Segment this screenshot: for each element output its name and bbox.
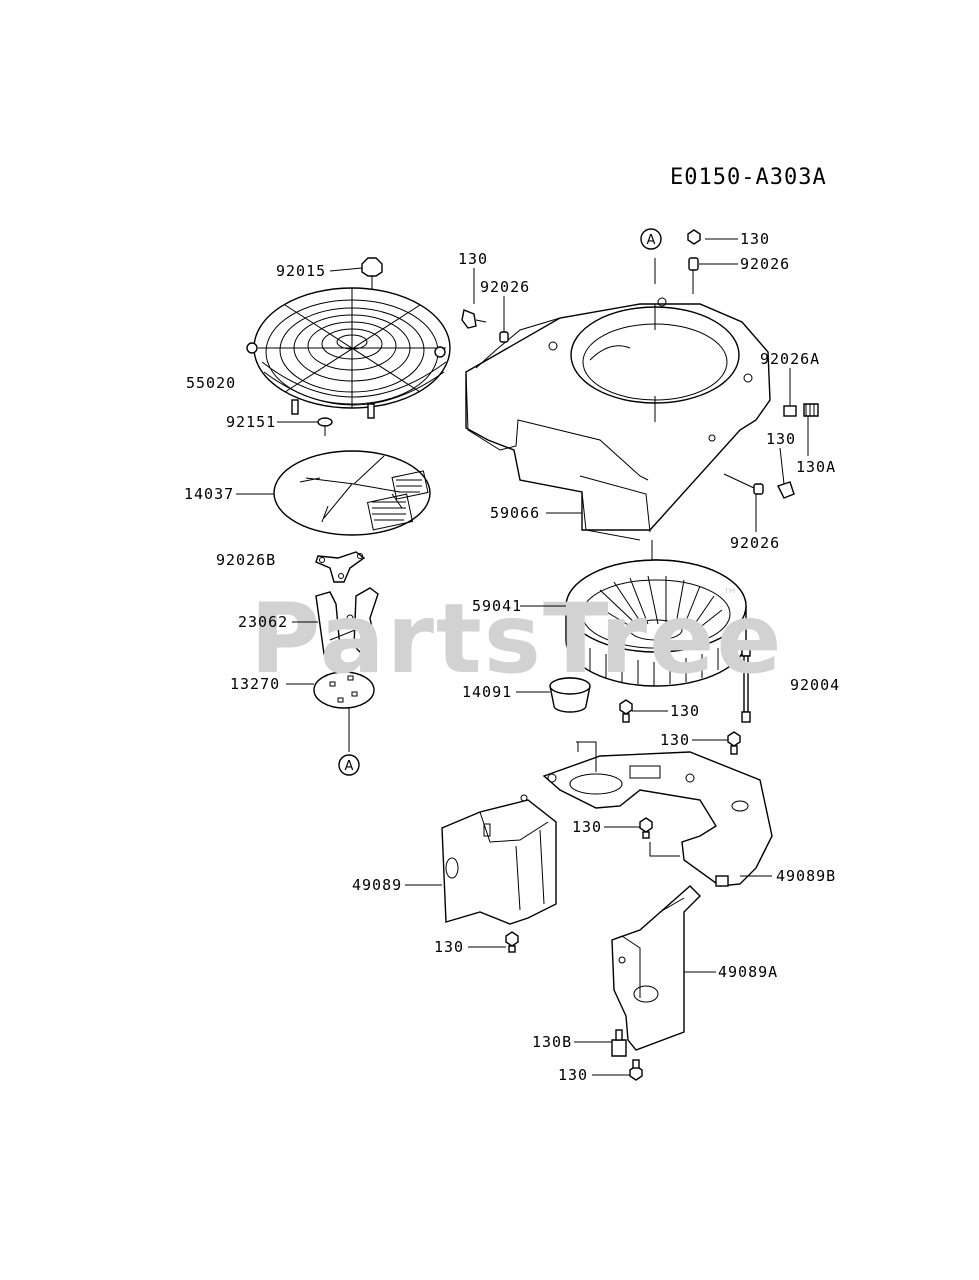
bolt-130-baffle-drawing[interactable] — [727, 731, 741, 755]
part-label-59066[interactable]: 59066 — [490, 504, 540, 522]
diagram-code: E0150-A303A — [670, 165, 827, 190]
bolt-130-lower-left-drawing[interactable] — [505, 931, 519, 953]
part-label-92004[interactable]: 92004 — [790, 676, 840, 694]
part-label-59041[interactable]: 59041 — [472, 597, 522, 615]
part-label-130-d[interactable]: 130 — [670, 702, 700, 720]
collar-92026-right-drawing[interactable] — [723, 473, 764, 495]
part-label-14037[interactable]: 14037 — [184, 485, 234, 503]
reference-mark-a-lower: A — [338, 754, 360, 776]
part-label-130-c[interactable]: 130 — [766, 430, 796, 448]
baffle-49089A-drawing[interactable] — [611, 885, 701, 1051]
part-label-23062[interactable]: 23062 — [238, 613, 288, 631]
bolt-130-left-drawing[interactable] — [461, 309, 487, 329]
collar-92026-left-drawing[interactable] — [499, 331, 509, 343]
part-label-130-b[interactable]: 130 — [740, 230, 770, 248]
shroud-59066-drawing[interactable] — [465, 258, 771, 560]
svg-text:A: A — [345, 759, 354, 774]
fan-59041-drawing[interactable] — [565, 559, 747, 687]
part-label-130-h[interactable]: 130 — [558, 1066, 588, 1084]
part-label-130-a[interactable]: 130 — [458, 250, 488, 268]
collar-92026A-drawing[interactable] — [783, 405, 797, 417]
part-label-92015[interactable]: 92015 — [276, 262, 326, 280]
bolt-130-cup-drawing[interactable] — [619, 699, 633, 723]
bolt-130B-drawing[interactable] — [611, 1029, 627, 1057]
collar-92026-top-drawing[interactable] — [688, 257, 699, 294]
bolt-130-bottom-drawing[interactable] — [629, 1059, 643, 1081]
baffle-49089B-drawing[interactable] — [542, 741, 773, 887]
baffle-49089-drawing[interactable] — [441, 794, 557, 925]
nut-92015-drawing[interactable] — [361, 257, 383, 300]
spacer-92026B-drawing[interactable] — [315, 551, 366, 583]
part-label-13270[interactable]: 13270 — [230, 675, 280, 693]
bolt-130-top-drawing[interactable] — [687, 229, 701, 245]
watermark-trademark: ™ — [722, 585, 738, 604]
part-label-130-e[interactable]: 130 — [660, 731, 690, 749]
part-label-92026-b[interactable]: 92026 — [740, 255, 790, 273]
part-label-92026A[interactable]: 92026A — [760, 350, 820, 368]
part-label-130-f[interactable]: 130 — [572, 818, 602, 836]
washer-92151-drawing[interactable] — [317, 417, 333, 436]
plate-14037-drawing[interactable] — [273, 450, 431, 536]
part-label-49089A[interactable]: 49089A — [718, 963, 778, 981]
part-label-92151[interactable]: 92151 — [226, 413, 276, 431]
part-label-92026B[interactable]: 92026B — [216, 551, 276, 569]
screen-55020-drawing[interactable] — [246, 287, 451, 419]
bolt-130-middle-drawing[interactable] — [639, 817, 653, 839]
watermark: PartsTree — [250, 583, 783, 695]
bracket-23062-drawing[interactable] — [315, 587, 379, 661]
part-label-130B[interactable]: 130B — [532, 1033, 572, 1051]
part-labels: 92015 55020 92151 14037 92026B 23062 132… — [184, 230, 840, 1084]
part-label-14091[interactable]: 14091 — [462, 683, 512, 701]
bolt-130-right-drawing[interactable] — [777, 481, 795, 499]
part-label-92026-a[interactable]: 92026 — [480, 278, 530, 296]
cup-14091-drawing[interactable] — [549, 677, 591, 713]
part-label-49089B[interactable]: 49089B — [776, 867, 836, 885]
part-label-92026-c[interactable]: 92026 — [730, 534, 780, 552]
leader-lines — [236, 238, 809, 1076]
svg-text:A: A — [647, 233, 656, 248]
part-label-130-g[interactable]: 130 — [434, 938, 464, 956]
part-label-49089[interactable]: 49089 — [352, 876, 402, 894]
bolt-130A-drawing[interactable] — [803, 403, 819, 417]
stud-92004-drawing[interactable] — [741, 645, 751, 723]
reference-mark-a-upper: A — [640, 228, 662, 250]
plate-13270-drawing[interactable] — [313, 671, 375, 752]
part-label-130A[interactable]: 130A — [796, 458, 836, 476]
part-label-55020[interactable]: 55020 — [186, 374, 236, 392]
